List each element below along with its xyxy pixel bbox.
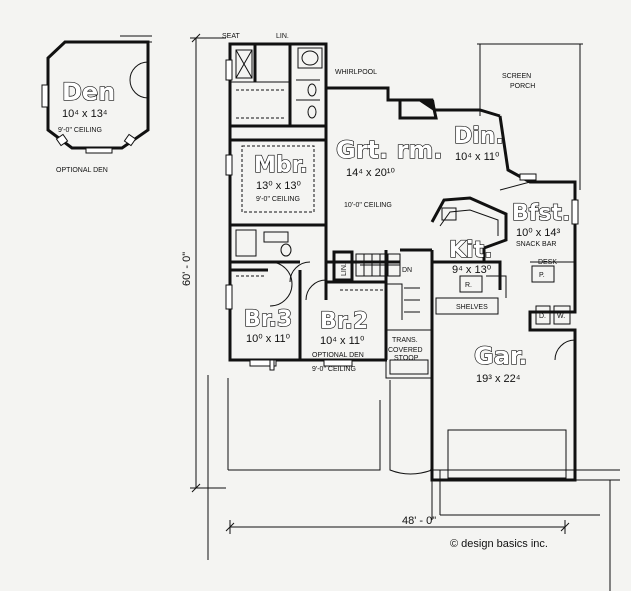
down-label: DN [402, 267, 412, 274]
linen-label-top: LIN. [276, 33, 289, 40]
depth-dimension-label: 60' - 0" [181, 252, 193, 286]
din-name: Din. [454, 124, 504, 149]
screen-porch-label-2: PORCH [510, 83, 535, 90]
mbr-size: 13⁰ x 13⁰ [256, 180, 301, 192]
dryer-label: D. [539, 313, 546, 320]
copyright-credit: © design basics inc. [450, 538, 548, 550]
bfst-size: 10⁰ x 14³ [516, 227, 560, 239]
desk-label: DESK [538, 259, 557, 266]
den-ceiling: 9'-0" CEILING [58, 127, 102, 134]
covered-stoop-label-1: COVERED [388, 347, 423, 354]
room-labels: SEAT LIN. WHIRLPOOL SCREEN PORCH Mbr. 13… [222, 33, 571, 385]
width-dimension-label: 48' - 0" [402, 515, 436, 527]
optional-den-inset: Den 10⁴ x 13⁴ 9'-0" CEILING OPTIONAL DEN [41, 35, 152, 174]
width-dimension: 48' - 0" [225, 515, 570, 534]
kit-name: Kit. [449, 238, 492, 263]
mbr-ceiling: 9'-0" CEILING [256, 196, 300, 203]
grt-size: 14⁴ x 20¹⁰ [346, 167, 395, 179]
br3-size: 10⁰ x 11⁰ [246, 333, 291, 345]
linen-label-hall: LIN. [341, 263, 348, 276]
screen-porch-label-1: SCREEN [502, 73, 531, 80]
windows [225, 59, 579, 371]
grt-ceiling: 10'-0" CEILING [344, 202, 392, 209]
kit-size: 9⁴ x 13⁰ [452, 264, 492, 276]
din-size: 10⁴ x 11⁰ [455, 151, 500, 163]
refrigerator-label: R. [465, 282, 472, 289]
snack-bar-label: SNACK BAR [516, 241, 556, 248]
transom-label: TRANS. [392, 337, 418, 344]
gar-size: 19³ x 22⁴ [476, 373, 521, 385]
mbr-name: Mbr. [254, 153, 308, 178]
shelves-label: SHELVES [456, 304, 488, 311]
site-lines [207, 375, 620, 591]
br2-ceiling: 9'-0" CEILING [312, 366, 356, 373]
pantry-label: P. [539, 272, 545, 279]
den-size: 10⁴ x 13⁴ [62, 108, 108, 120]
br2-size: 10⁴ x 11⁰ [320, 335, 365, 347]
gar-name: Gar. [474, 342, 527, 370]
interior-walls [228, 42, 575, 379]
optional-den-caption: OPTIONAL DEN [56, 167, 108, 174]
covered-stoop-label-2: STOOP [394, 355, 419, 362]
whirlpool-label: WHIRLPOOL [335, 69, 377, 76]
grt-name: Grt. rm. [336, 136, 442, 164]
den-name: Den [62, 78, 115, 106]
seat-label: SEAT [222, 33, 240, 40]
washer-label: W. [557, 313, 565, 320]
br3-name: Br.3 [244, 307, 292, 332]
bfst-name: Bfst. [512, 201, 570, 226]
br2-caption: OPTIONAL DEN [312, 352, 364, 359]
br2-name: Br.2 [320, 309, 368, 334]
depth-dimension: 60' - 0" [181, 33, 226, 493]
